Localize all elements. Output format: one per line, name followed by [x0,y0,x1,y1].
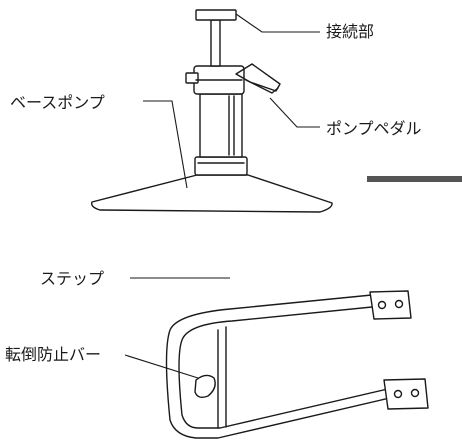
pump-pedal-leader [269,97,320,128]
anti-tip-bar-label: 転倒防止バー [5,345,101,364]
pump-pedal-label: ポンプペダル [326,119,422,138]
pump-connector [195,9,237,21]
step-front-brace [217,326,227,429]
base-pump-label: ベースポンプ [10,93,105,112]
pump-rod [210,19,221,67]
step-bracket-top [369,290,412,320]
connector-label: 接続部 [326,22,374,41]
step-label: ステップ [40,269,104,288]
step-bracket-bottom [383,378,429,410]
base-pump-assembly [90,9,333,213]
step-assembly [165,290,429,439]
pump-base-cone [90,174,333,213]
pump-collar [194,156,248,176]
divider-bar [367,176,462,182]
pump-cylinder [199,93,243,158]
step-frame-outer [165,293,395,439]
anti-tip-bar-leader [124,354,199,379]
connector-leader [235,13,320,33]
anti-tip-bar-shape [194,374,216,399]
step-frame-inner [178,305,393,429]
base-pump-leader [143,100,188,189]
